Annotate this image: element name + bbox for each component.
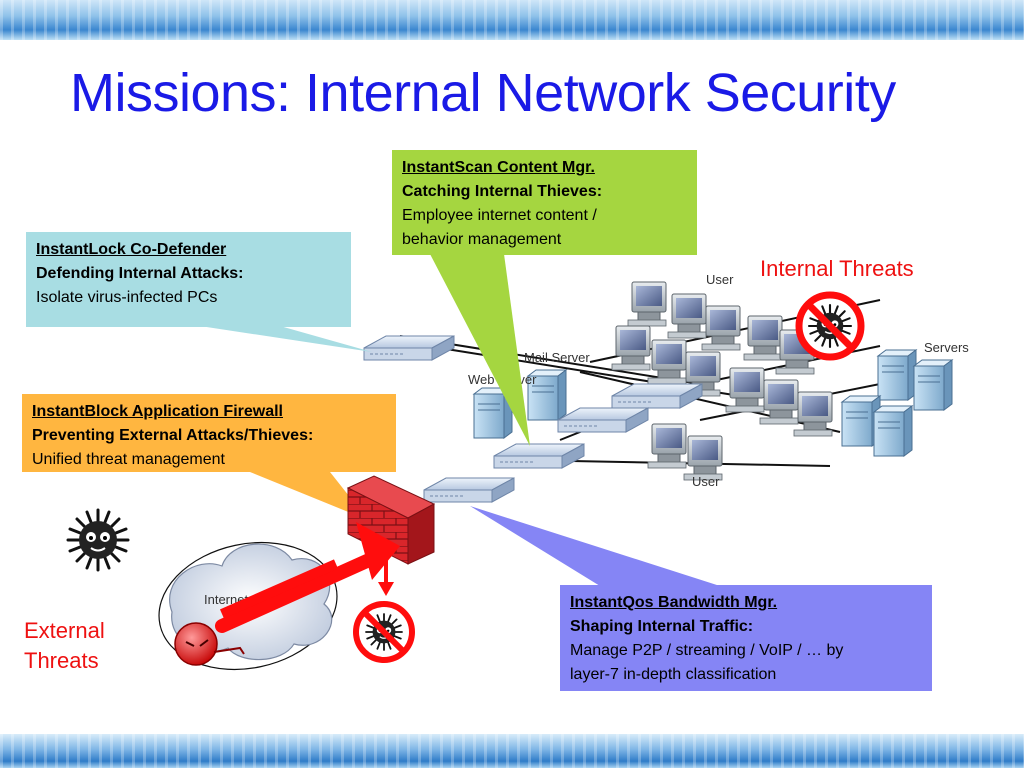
instantscan-callout: InstantScan Content Mgr. Catching Intern… <box>392 150 697 255</box>
instantqos-mission: Shaping Internal Traffic: <box>570 618 754 635</box>
mail-server-label: Mail Server <box>524 350 590 365</box>
instantqos-pointer <box>470 506 720 586</box>
instantlock-mission: Defending Internal Attacks: <box>36 265 244 282</box>
slide-title: Missions: Internal Network Security <box>70 63 896 123</box>
instantqos-product: InstantQos Bandwidth Mgr. <box>570 594 778 611</box>
bottom-decorative-band <box>0 734 1024 768</box>
internal-no-entry-icon <box>795 291 865 361</box>
external-threats-label: External Threats <box>24 618 105 673</box>
instantscan-mission: Catching Internal Thieves: <box>402 183 603 200</box>
instantscan-detail-line-1: Employee internet content / <box>402 207 597 224</box>
instantblock-product: InstantBlock Application Firewall <box>32 403 283 420</box>
instantlock-product: InstantLock Co-Defender <box>36 241 227 258</box>
instantblock-mission: Preventing External Attacks/Thieves: <box>32 427 314 444</box>
instantlock-pointer <box>200 326 372 352</box>
instantscan-pointer <box>430 254 530 446</box>
user-top-label: User <box>706 272 734 287</box>
no-entry-icon <box>353 601 415 663</box>
instantscan-detail-line-2: behavior management <box>402 231 562 248</box>
instantblock-detail: Unified threat management <box>32 451 225 468</box>
virus-icon <box>66 508 130 572</box>
hacker-icon <box>174 622 245 666</box>
top-decorative-band <box>0 0 1024 40</box>
user-pcs-bottom <box>647 423 723 481</box>
instantscan-product: InstantScan Content Mgr. <box>402 159 595 176</box>
instantqos-callout: InstantQos Bandwidth Mgr. Shaping Intern… <box>560 585 932 691</box>
instantqos-detail-line-1: Manage P2P / streaming / VoIP / … by <box>570 642 844 659</box>
block-arrow-icon <box>215 522 400 633</box>
instantblock-callout: InstantBlock Application Firewall Preven… <box>22 394 396 472</box>
instantlock-callout: InstantLock Co-Defender Defending Intern… <box>26 232 351 327</box>
servers-label: Servers <box>924 340 969 355</box>
user-bottom-label: User <box>692 474 720 489</box>
instantlock-detail: Isolate virus-infected PCs <box>36 289 218 306</box>
instantblock-pointer <box>250 472 368 520</box>
internal-threats-label: Internal Threats <box>760 256 914 281</box>
instantqos-detail-line-2: layer-7 in-depth classification <box>570 666 777 683</box>
servers-cluster <box>841 349 953 457</box>
